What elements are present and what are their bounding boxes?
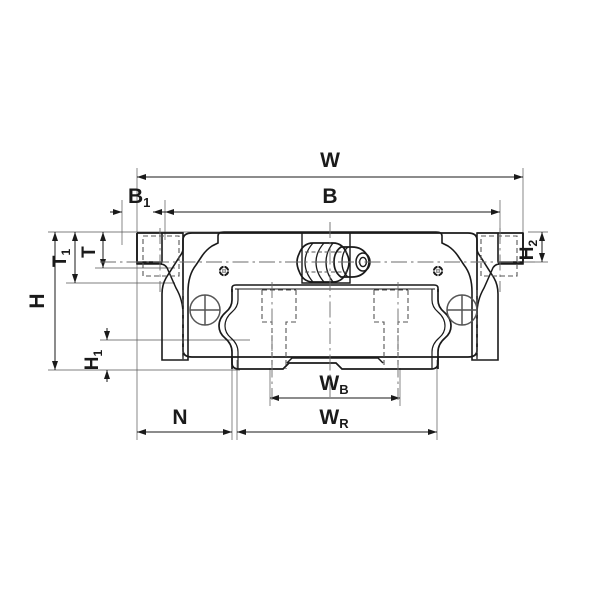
dim-label-B: B (322, 185, 337, 208)
rail-right-raceway (437, 289, 452, 369)
dimension-W: W (137, 149, 523, 180)
dimension-N: N (137, 406, 232, 435)
center-lines (100, 222, 535, 400)
nipple-recess (301, 233, 351, 284)
rail-right-raceway-inner (431, 289, 446, 369)
dimension-T1: T1 (50, 232, 78, 283)
wing-counterbore-hidden-lines (142, 235, 518, 277)
datum-symbol-right (446, 294, 478, 326)
dim-label-H: H (26, 293, 49, 308)
datum-symbol-left (189, 294, 221, 326)
bolt-hole-symbol-right (432, 265, 444, 277)
dim-label-T: T (79, 246, 100, 258)
dimension-B1: B1 (110, 185, 165, 215)
dim-label-W: W (320, 149, 340, 172)
dimension-H: H (26, 232, 58, 370)
rail-left-raceway-inner (224, 289, 239, 369)
dim-label-WR: WR (319, 406, 349, 431)
rail-bottom-notch (286, 357, 384, 364)
dimension-H1: H1 (82, 328, 110, 382)
nipple-nose (333, 246, 370, 278)
nipple-hidden-thread (305, 251, 347, 273)
bolt-hole-symbol-left (218, 265, 230, 277)
dim-label-T1: T1 (50, 249, 73, 268)
extension-lines (48, 168, 548, 440)
rail-left-raceway (218, 289, 233, 369)
dimension-B: B (165, 185, 500, 215)
dimension-WB: WB (270, 372, 400, 401)
dim-label-N: N (172, 406, 187, 429)
dimension-WR: WR (237, 406, 437, 435)
carriage-hidden-bore-lines (182, 290, 478, 360)
dim-label-B1: B1 (128, 185, 150, 210)
dim-label-WB: WB (319, 372, 348, 397)
rail-top-surface (231, 284, 439, 292)
left-wing-outline (136, 233, 184, 360)
dim-label-H1: H1 (82, 349, 105, 370)
